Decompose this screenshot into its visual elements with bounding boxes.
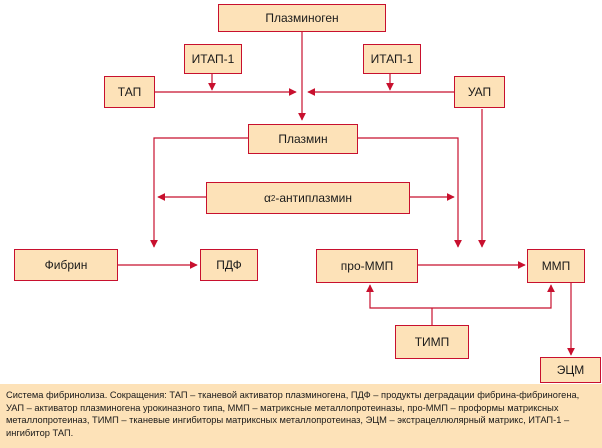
figure-caption: Система фибринолиза. Сокращения: ТАП – т… <box>0 384 602 448</box>
antiplasmin-alpha: α <box>263 191 271 205</box>
node-tap: ТАП <box>104 76 155 108</box>
antiplasmin-subscript: 2 <box>270 193 276 203</box>
arrow-plasmin-pro-mmp <box>358 137 462 248</box>
node-plasminogen: Плазминоген <box>218 4 386 32</box>
node-timp: ТИМП <box>395 325 469 359</box>
node-uap: УАП <box>454 76 505 108</box>
node-fibrin: Фибрин <box>14 249 118 281</box>
node-plasmin: Плазмин <box>248 124 358 154</box>
node-itap-right: ИТАП-1 <box>363 44 421 74</box>
node-mmp: ММП <box>527 249 585 283</box>
node-pro-mmp: про-ММП <box>316 249 418 283</box>
node-ecm: ЭЦМ <box>540 357 601 383</box>
node-pdf: ПДФ <box>200 249 258 281</box>
antiplasmin-text: -антиплазмин <box>275 191 352 205</box>
arrow-plasmin-fibrin <box>150 137 248 248</box>
arrow-timp-pro-mmp <box>366 284 432 309</box>
node-itap-left: ИТАП-1 <box>184 44 242 74</box>
arrow-timp-mmp <box>432 284 555 309</box>
connector-layer <box>118 32 575 356</box>
fibrinolysis-diagram: Плазминоген ИТАП-1 ИТАП-1 ТАП УАП Плазми… <box>14 4 601 383</box>
